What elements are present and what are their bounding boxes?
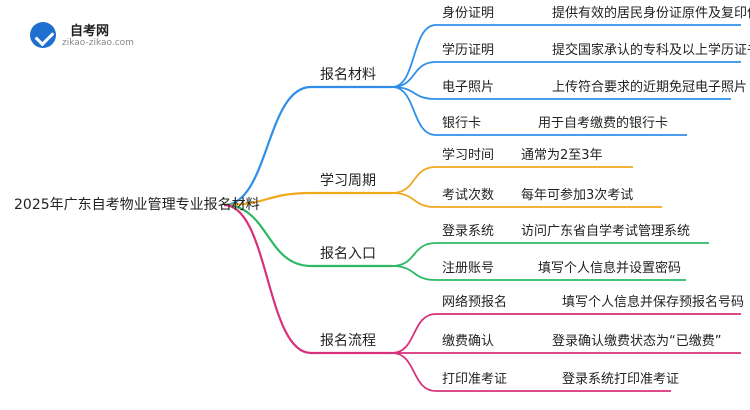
leaf-label: 身份证明 bbox=[442, 6, 495, 21]
leaf-connector bbox=[391, 86, 437, 136]
leaf-connector bbox=[391, 24, 437, 88]
leaf-label: 登录系统 bbox=[442, 224, 495, 239]
leaf-description: 提供有效的居民身份证原件及复印件 bbox=[552, 6, 750, 21]
branch-connector bbox=[223, 203, 312, 268]
leaf-connector bbox=[391, 242, 437, 267]
leaf-label: 银行卡 bbox=[442, 116, 482, 131]
leaf-label: 注册账号 bbox=[442, 261, 495, 276]
leaf-description: 通常为2至3年 bbox=[521, 148, 603, 163]
branch-connector bbox=[223, 203, 312, 355]
leaf-label: 学历证明 bbox=[442, 43, 495, 58]
leaf-connector bbox=[391, 192, 437, 208]
leaf-label: 学习时间 bbox=[442, 148, 495, 163]
leaf-description: 填写个人信息并保存预报名号码 bbox=[562, 295, 745, 310]
leaf-label: 缴费确认 bbox=[442, 334, 495, 349]
logo-url: zikao-zikao.com bbox=[62, 38, 134, 48]
leaf-description: 访问广东省自学考试管理系统 bbox=[521, 224, 691, 239]
branch-label: 报名材料 bbox=[320, 67, 376, 83]
leaf-connector bbox=[391, 265, 437, 281]
leaf-label: 考试次数 bbox=[442, 188, 495, 203]
branch-connector bbox=[223, 191, 312, 207]
leaf-description: 登录确认缴费状态为“已缴费” bbox=[552, 334, 722, 349]
branch-label: 报名入口 bbox=[320, 246, 376, 262]
leaf-description: 每年可参加3次考试 bbox=[521, 188, 634, 203]
leaf-label: 打印准考证 bbox=[442, 372, 508, 387]
leaf-description: 上传符合要求的近期免冠电子照片 bbox=[552, 80, 748, 95]
leaf-description: 登录系统打印准考证 bbox=[562, 372, 680, 387]
branch-connector bbox=[223, 85, 312, 207]
site-logo: 自考网 zikao-zikao.com bbox=[30, 18, 150, 52]
leaf-label: 网络预报名 bbox=[442, 295, 508, 310]
leaf-description: 提交国家承认的专科及以上学历证书 bbox=[552, 43, 750, 58]
leaf-description: 用于自考缴费的银行卡 bbox=[538, 116, 669, 131]
branch-label: 学习周期 bbox=[320, 173, 376, 189]
branch-label: 报名流程 bbox=[320, 333, 376, 349]
logo-icon bbox=[30, 22, 56, 48]
root-topic: 2025年广东自考物业管理专业报名材料 bbox=[14, 197, 260, 213]
leaf-connector bbox=[391, 352, 437, 392]
leaf-label: 电子照片 bbox=[442, 80, 495, 95]
leaf-connector bbox=[391, 61, 437, 88]
leaf-connector bbox=[391, 313, 437, 354]
logo-name: 自考网 bbox=[70, 24, 110, 39]
leaf-connector bbox=[391, 166, 437, 194]
leaf-description: 填写个人信息并设置密码 bbox=[538, 261, 682, 276]
